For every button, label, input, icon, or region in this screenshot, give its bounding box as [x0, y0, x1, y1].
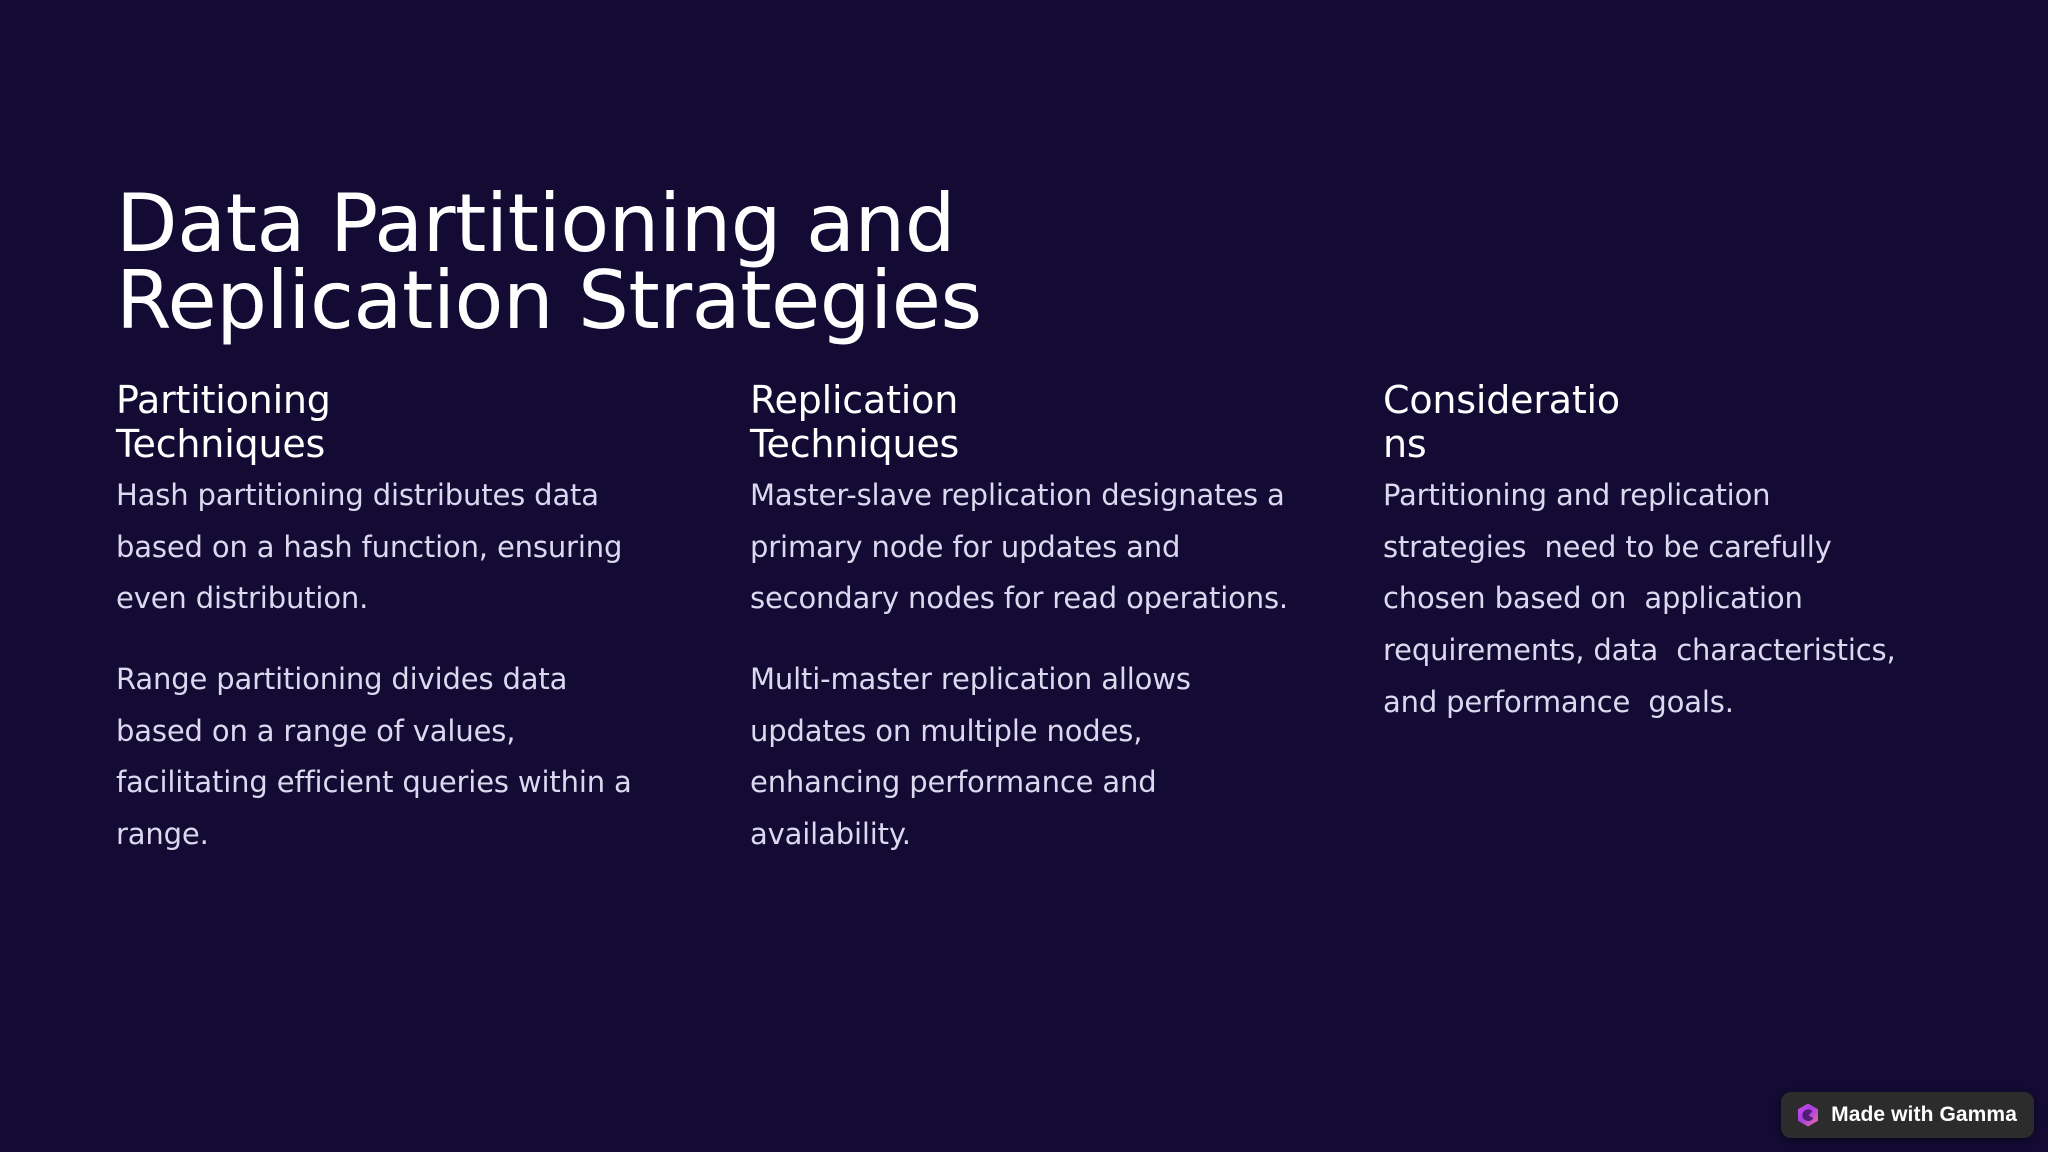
- page-title: Data Partitioning and Replication Strate…: [116, 177, 982, 347]
- made-with-gamma-label: Made with Gamma: [1831, 1103, 2017, 1126]
- gamma-logo-icon: [1798, 1103, 1819, 1127]
- made-with-gamma-badge[interactable]: Made with Gamma: [1781, 1092, 2034, 1138]
- column-paragraph: Hash partitioning distributes data based…: [116, 478, 641, 616]
- column-paragraph: Partitioning and replication strategies …: [1383, 478, 1905, 719]
- column-replication-techniques: Replication Techniques Master-slave repl…: [750, 378, 1383, 860]
- column-paragraph: Range partitioning divides data based on…: [116, 661, 650, 851]
- column-heading: Replication Techniques: [750, 378, 960, 467]
- column-paragraph: Multi-master replication allows updates …: [750, 661, 1209, 851]
- column-considerations: Considerations Partitioning and replicat…: [1383, 378, 2016, 728]
- content-columns: Partitioning Techniques Hash partitionin…: [116, 378, 1966, 860]
- column-paragraph: Master-slave replication designates a pr…: [750, 478, 1303, 616]
- column-heading: Partitioning Techniques: [116, 378, 331, 467]
- column-partitioning-techniques: Partitioning Techniques Hash partitionin…: [116, 378, 749, 860]
- column-heading: Considerations: [1383, 378, 1620, 467]
